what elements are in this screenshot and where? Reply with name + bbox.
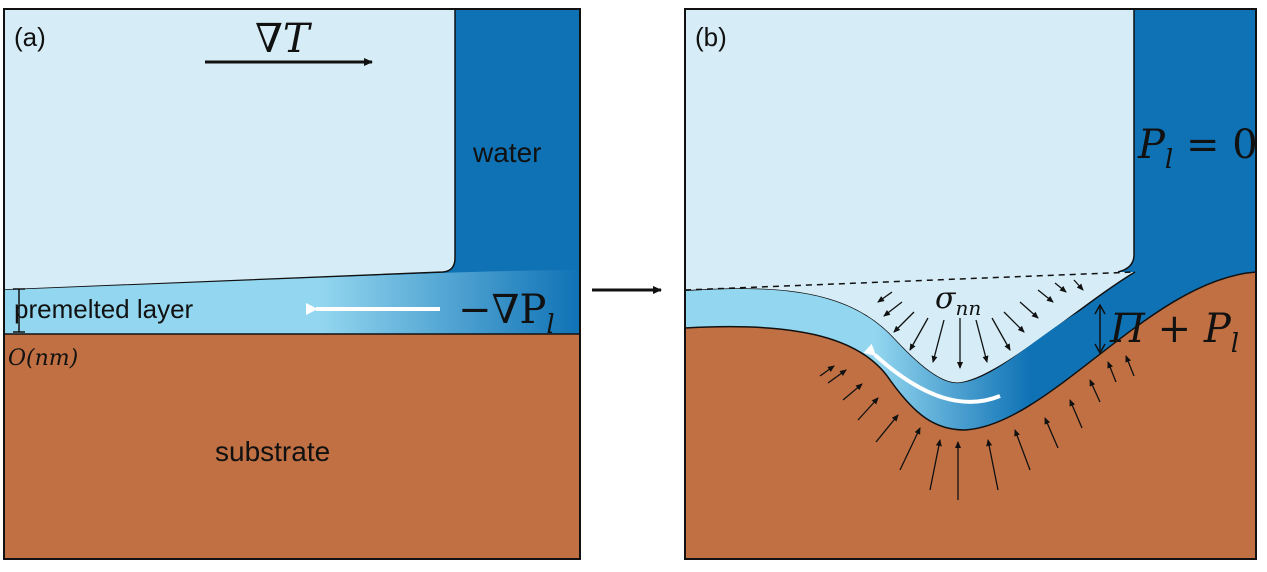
substrate-boundary <box>685 271 1256 431</box>
panel-a-label: (a) <box>14 22 46 52</box>
disjoining-pressure-label: Π + Pl <box>1109 306 1239 359</box>
substrate-region-b <box>685 272 1256 559</box>
gradient-t-label: ∇T <box>255 16 313 62</box>
water-label: water <box>472 137 541 168</box>
premelted-layer-b <box>685 288 1100 430</box>
disjoining-marker <box>1094 303 1106 355</box>
thickness-marker <box>13 288 25 333</box>
pressure-zero-label: Pl = 0 <box>1137 122 1258 175</box>
flow-arrow-b <box>863 343 1001 404</box>
stress-arrows-ice <box>877 279 1084 369</box>
panel-a: (a) ∇T water premelted layer −∇Pl O(nm) … <box>3 8 581 560</box>
panel-a-frame <box>3 8 581 560</box>
premelted-layer <box>4 270 580 334</box>
panel-b <box>685 9 1256 559</box>
pressure-gradient-label: −∇Pl <box>458 287 555 340</box>
panel-b-frame <box>684 8 1257 560</box>
premelted-layer-label: premelted layer <box>14 294 194 324</box>
panel-b-label: (b) <box>695 22 727 52</box>
sigma-nn-label: σnn <box>935 281 981 320</box>
thickness-label: O(nm) <box>8 346 78 371</box>
stress-arrows-substrate <box>819 355 1135 500</box>
initial-interface-dashed <box>685 271 1135 291</box>
substrate-label: substrate <box>215 436 330 467</box>
substrate-region <box>4 334 580 559</box>
